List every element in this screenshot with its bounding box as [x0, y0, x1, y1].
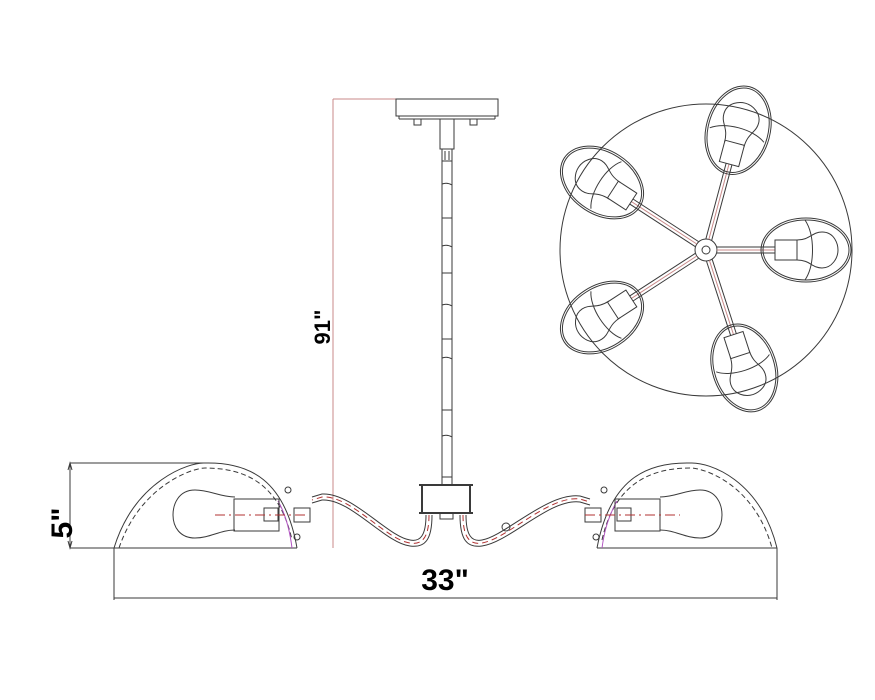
fixture-height-label: 5" [46, 507, 79, 539]
center-hub [419, 484, 473, 520]
overall-height-label: 91" [310, 309, 335, 345]
canopy [395, 98, 499, 162]
down-rod [441, 161, 453, 485]
width-dimension [113, 548, 778, 600]
height-dimension-line [332, 98, 398, 548]
right-shade [584, 462, 778, 549]
arms [311, 493, 591, 547]
left-shade [113, 462, 311, 549]
width-label: 33" [421, 564, 469, 597]
fixture-height-dimension [67, 461, 205, 550]
top-view [559, 85, 853, 413]
